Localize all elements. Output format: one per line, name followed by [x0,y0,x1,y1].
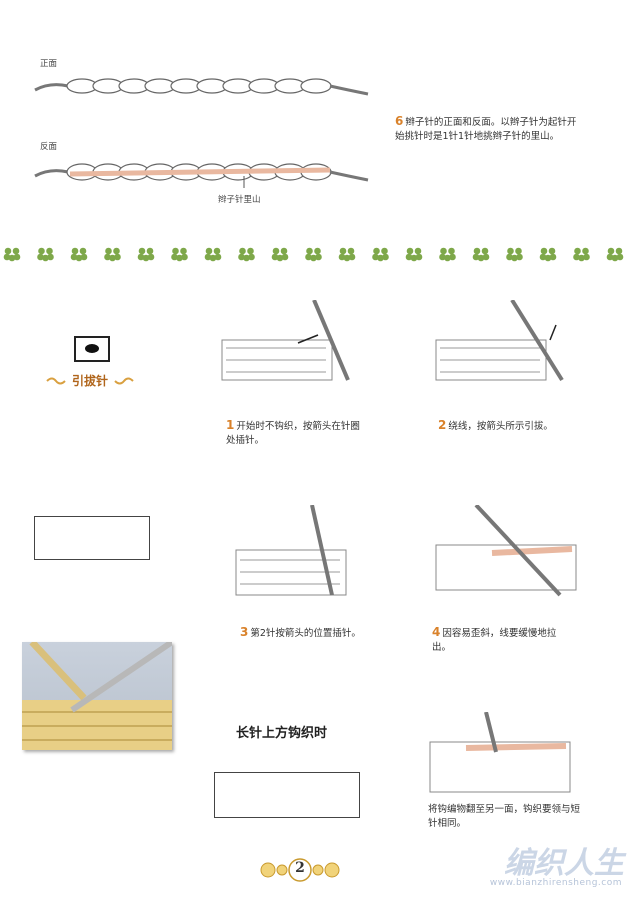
step1-illustration [221,300,350,381]
clover-icon [439,247,456,262]
subsection-title: 长针上方钩织时 [236,726,328,741]
subsection-caption: 将钩编物翻至另一面，钩织要领与短针相同。 [428,804,581,829]
photo-image [22,642,172,750]
page-number: 2 [295,860,305,876]
clover-icon [372,247,389,262]
right-ornament-icon [114,377,134,384]
symbol-chart-box [34,516,150,560]
step6-text: 辫子针的正面和反面。以辫子针为起针开始挑针时是1针1针地挑辫子针的里山。 [395,117,577,142]
sample-photo [22,642,172,750]
front-label: 正面 [40,59,58,69]
step2-text: 绕线，按箭头所示引拔。 [448,421,553,432]
back-mount-label: 辫子针里山 [218,195,261,205]
clover-icon [3,247,21,262]
clover-icon [37,247,54,262]
section-title: 引拔针 [72,374,109,388]
clover-divider [3,247,624,262]
treble-chart-box [214,772,360,818]
step3-illustration [235,505,347,596]
step1-number: 1 [226,418,235,432]
clover-icon [305,247,322,262]
clover-icon [338,247,356,262]
clover-icon [606,247,624,262]
section-title-bar: 引拔针 [46,372,134,389]
clover-icon [539,247,557,262]
clover-icon [472,247,490,262]
chain-front-illustration [34,78,369,96]
step4-number: 4 [432,625,441,639]
back-label: 反面 [40,142,58,152]
step2-number: 2 [438,418,447,432]
clover-icon [171,247,188,262]
clover-icon [506,247,523,262]
step4-text: 因容易歪斜，线要缓慢地拉出。 [432,628,557,653]
footer-ornament [260,858,340,882]
step2-illustration [435,300,564,382]
clover-icon [238,247,255,262]
clover-icon [204,247,222,262]
step1-text: 开始时不钩织，按箭头在针圈处插针。 [226,421,360,446]
left-ornament-icon [46,377,66,384]
watermark-url: www.bianzhirensheng.com [489,878,622,888]
step3-text: 第2针按箭头的位置插针。 [250,628,361,639]
clover-icon [271,247,289,262]
step3-number: 3 [240,625,249,639]
clover-icon [70,247,88,262]
clover-icon [405,247,423,262]
step5-illustration [429,712,571,793]
clover-icon [573,247,590,262]
step6-number: 6 [395,114,404,128]
watermark-logo: 编织人生 [504,846,624,881]
chain-back-illustration [34,163,369,188]
clover-icon [137,247,155,262]
clover-icon [104,247,121,262]
slip-stitch-symbol [74,336,110,362]
step4-illustration [435,505,577,597]
